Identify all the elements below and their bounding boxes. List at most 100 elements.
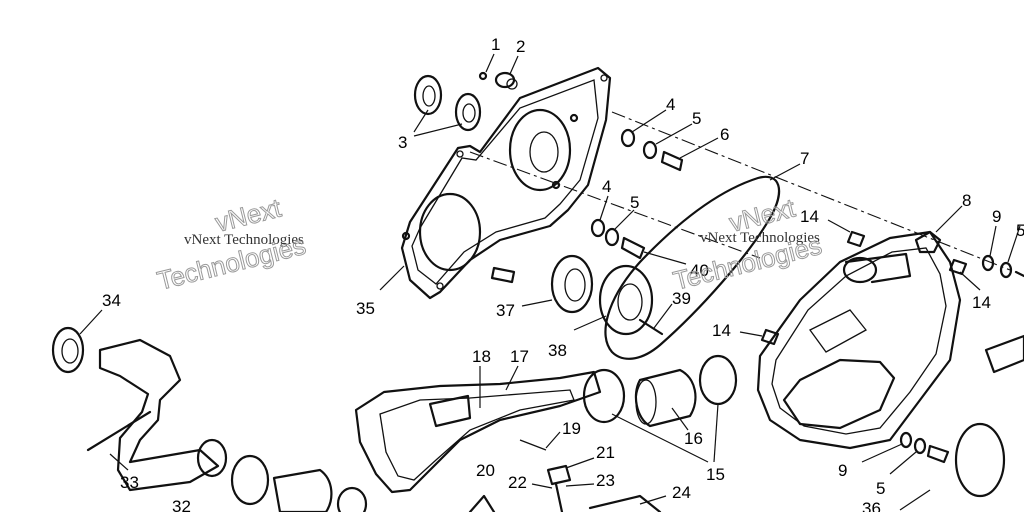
inspection-disc [954, 422, 1006, 498]
part-3-washer-outer [413, 74, 443, 116]
part-16-sleeve-end [635, 379, 657, 425]
part-8-tab [914, 230, 942, 254]
leader-39 [653, 303, 673, 329]
clamp-lower-center [336, 486, 368, 512]
leader-9b [861, 443, 903, 463]
callout-17: 17 [510, 347, 529, 366]
part-23-nozzle [554, 482, 564, 512]
callout-15: 15 [706, 465, 725, 484]
cover-hole-c [551, 180, 561, 190]
leader-4b [599, 195, 609, 221]
part-16-sleeve [634, 368, 697, 428]
part-6-bolt [660, 150, 684, 172]
leader-7 [769, 163, 801, 181]
vent-grille-right [984, 334, 1024, 374]
leader-3a [413, 109, 429, 133]
callout-labels: 1 2 3 4 5 6 7 4 5 8 9 5 14 14 14 40 39 3… [102, 35, 1024, 512]
outer-cover-label [809, 309, 867, 353]
centerline-upper [611, 111, 1011, 271]
outer-cover [756, 230, 962, 450]
leader-37 [521, 299, 553, 307]
part-18-bracket [428, 394, 472, 428]
callout-5-lower: 5 [630, 193, 639, 212]
callout-35: 35 [356, 299, 375, 318]
leader-14c [739, 331, 763, 337]
inner-cover-boss [508, 108, 572, 192]
callout-1: 1 [491, 35, 500, 54]
leader-36 [899, 489, 931, 511]
inner-cover-port [418, 192, 482, 272]
leader-34 [79, 309, 103, 335]
leader-24 [639, 495, 667, 505]
part-17-duct-inner [379, 389, 575, 481]
callout-37: 37 [496, 301, 515, 320]
leader-3b [413, 123, 463, 137]
callout-23: 23 [596, 471, 615, 490]
part-17-intake-duct [354, 370, 602, 494]
inner-cover-plate [400, 66, 612, 300]
part-3-washer-inner [422, 85, 436, 107]
part-3-washer2-inner [462, 103, 476, 123]
callout-21: 21 [596, 443, 615, 462]
leader-5b [613, 209, 635, 231]
callout-2: 2 [516, 37, 525, 56]
leader-6 [679, 137, 719, 159]
leader-9a [989, 225, 997, 257]
leader-8 [935, 205, 963, 233]
part-2-bushing-end [506, 78, 518, 90]
callout-14-c: 14 [712, 321, 731, 340]
callout-32: 32 [172, 497, 191, 512]
part-32-duct [98, 338, 220, 492]
leader-35 [379, 265, 405, 291]
part-34-seal [51, 326, 85, 374]
leader-14a [827, 219, 851, 233]
callout-40: 40 [690, 261, 709, 280]
leader-16 [671, 407, 689, 431]
cover-hole-a [401, 231, 411, 241]
leader-5a [655, 123, 693, 145]
leader-5c [1007, 225, 1021, 263]
part-39-screw [638, 318, 664, 336]
callout-19: 19 [562, 419, 581, 438]
callout-7: 7 [800, 149, 809, 168]
cover-hole-b [569, 113, 579, 123]
part-5-lockwasher-right-upper [999, 261, 1013, 279]
inner-cover-rim [411, 79, 599, 285]
watermark-left: vNext Technologies vNext Technologies [154, 192, 310, 296]
part-32-duct-end [196, 438, 228, 478]
callout-8: 8 [962, 191, 971, 210]
leader-lines [79, 53, 1021, 511]
part-9-washer-right-lower [899, 431, 913, 449]
centerline-lower [469, 151, 761, 259]
sleeve-lower-left [272, 468, 333, 512]
leader-15b [713, 403, 719, 463]
part-21-cap [546, 464, 572, 486]
part-5-lockwasher-lower [604, 227, 620, 247]
callout-14-b: 14 [972, 293, 991, 312]
outer-cover-rim [771, 247, 947, 435]
part-20-bracket [468, 494, 496, 512]
callout-18: 18 [472, 347, 491, 366]
part-19-screw [519, 439, 547, 451]
part-40-bolt [620, 236, 646, 260]
callout-3: 3 [398, 133, 407, 152]
leader-14b [959, 271, 981, 291]
callout-16: 16 [684, 429, 703, 448]
callout-36: 36 [862, 499, 881, 512]
callout-9-lower: 9 [838, 461, 847, 480]
leader-19 [545, 431, 561, 449]
leader-5d [889, 451, 917, 475]
part-7-drive-belt [604, 175, 780, 360]
callout-24: 24 [672, 483, 691, 502]
watermark-left-line2: vNext [212, 192, 284, 237]
leader-17 [505, 365, 519, 391]
callout-20: 20 [476, 461, 495, 480]
part-14-clip-c [760, 328, 780, 346]
callout-14-a: 14 [800, 207, 819, 226]
bolt-right-upper [1014, 270, 1024, 278]
part-4-washer-upper [620, 128, 636, 148]
bolt-right-lower [926, 444, 950, 464]
callout-39: 39 [672, 289, 691, 308]
leader-40 [643, 251, 687, 265]
